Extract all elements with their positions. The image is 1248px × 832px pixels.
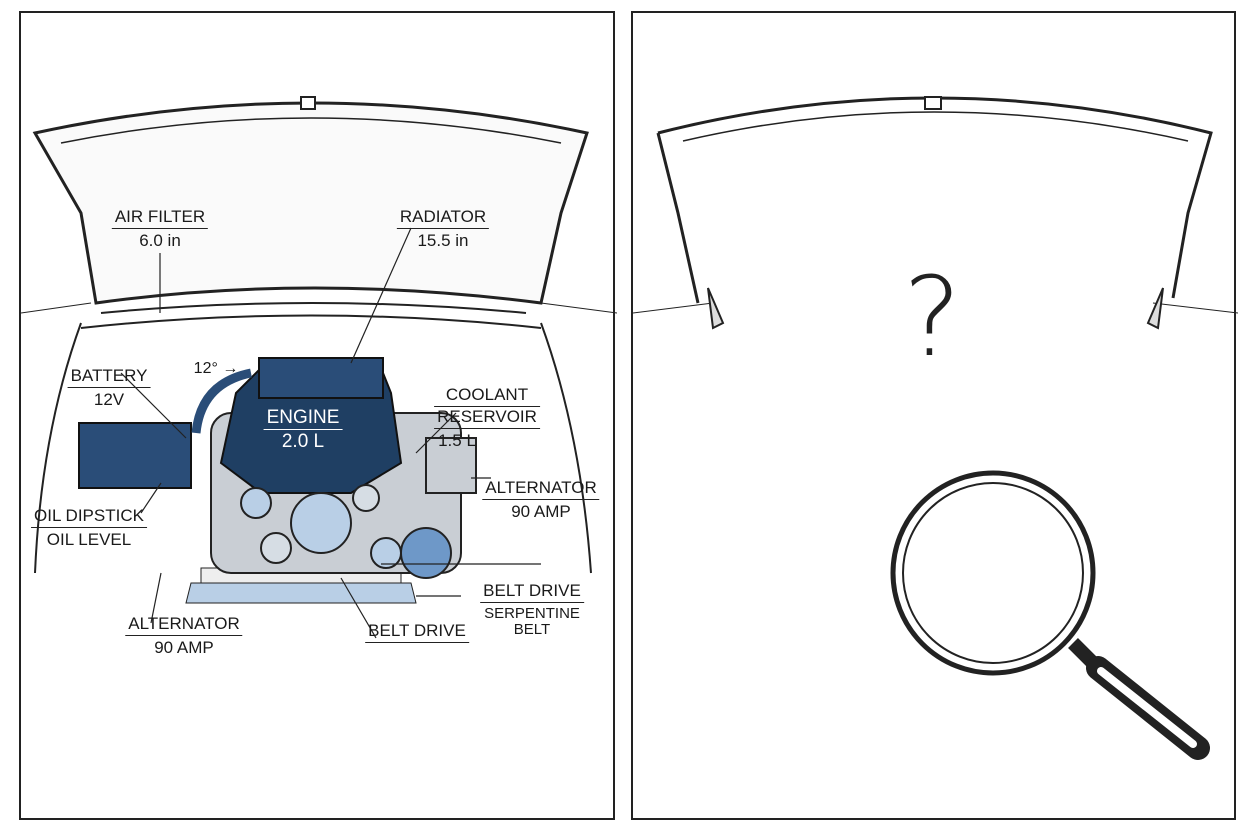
alternator bbox=[400, 527, 452, 579]
coolant-reservoir bbox=[425, 437, 477, 494]
open-hood bbox=[32, 101, 589, 329]
battery bbox=[78, 422, 192, 489]
empty-hood-illustration bbox=[633, 96, 1238, 760]
engine-cover bbox=[219, 367, 403, 494]
label-angle: 12° → bbox=[193, 360, 239, 377]
intake bbox=[258, 357, 384, 399]
pulley bbox=[290, 492, 352, 554]
label-belt-drive-bottom: BELT DRIVE bbox=[365, 621, 469, 643]
mystery-panel: ? bbox=[631, 11, 1238, 820]
magnifying-glass-icon bbox=[890, 470, 1210, 760]
question-mark: ? bbox=[903, 253, 962, 381]
engine-bay-illustration bbox=[21, 96, 617, 639]
